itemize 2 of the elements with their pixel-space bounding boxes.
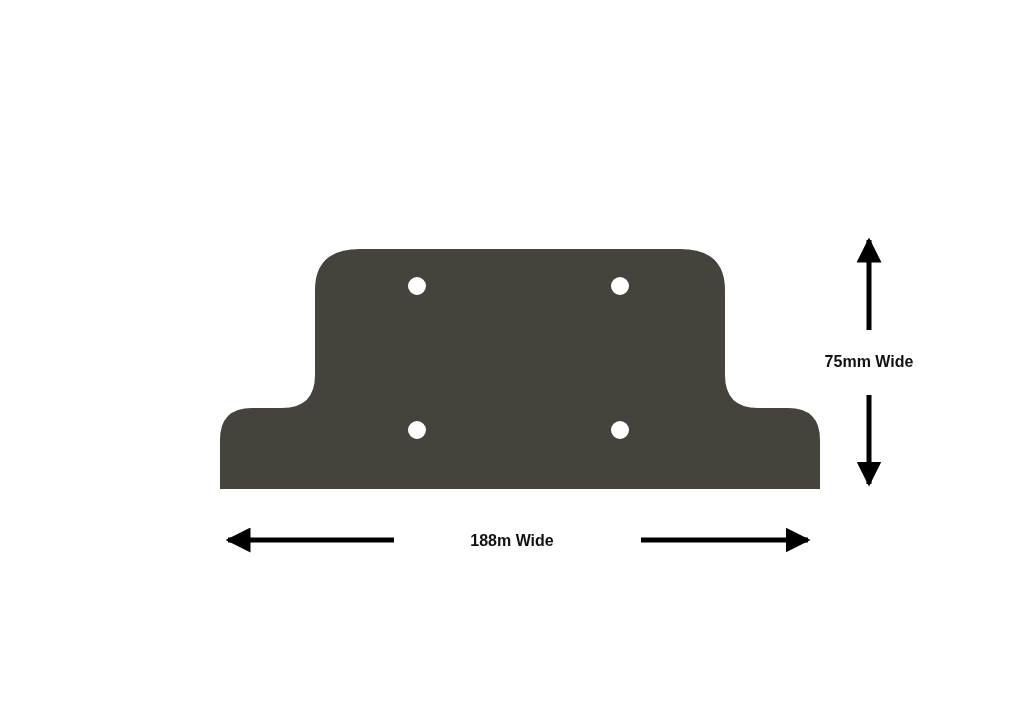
dimension-label: 75mm Wide: [824, 353, 914, 371]
dimension-label: 188m Wide: [470, 532, 554, 550]
